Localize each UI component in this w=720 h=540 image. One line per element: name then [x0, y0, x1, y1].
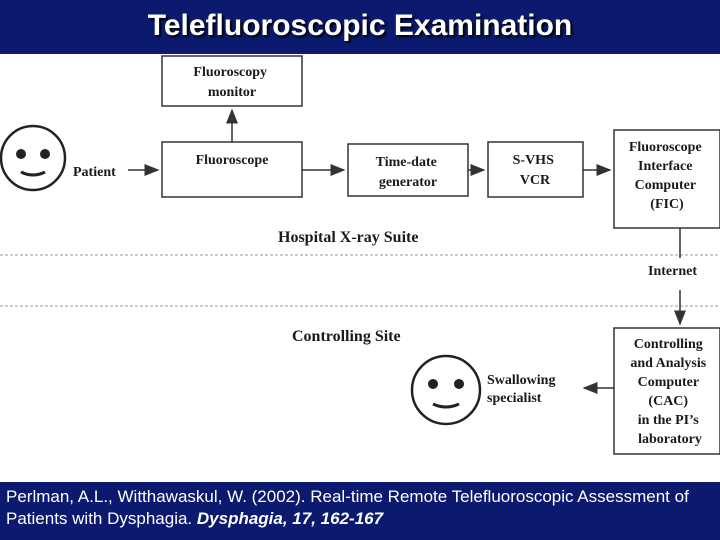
- patient-face-icon: [0, 124, 67, 192]
- fic-box: Fluoroscope Interface Computer (FIC): [613, 129, 720, 229]
- time-date-generator-box: Time-date generator: [347, 143, 469, 197]
- specialist-face-icon: [410, 354, 482, 426]
- fluoroscopy-monitor-box: Fluoroscopy monitor: [161, 55, 303, 107]
- cac-line-3: Computer: [638, 375, 699, 390]
- monitor-line-1: Fluoroscopy: [193, 65, 267, 80]
- fluoroscope-box: Fluoroscope: [161, 141, 303, 198]
- svg-text:Fluoroscope Interface: Fluoroscope Interface Computer (FIC): [629, 140, 705, 212]
- svg-text:Time-date generator: Time-date generator: [376, 155, 441, 190]
- svg-text:Swallowing specialist: Swallowing specialist: [487, 373, 559, 406]
- controlling-site-label: Controlling Site: [292, 328, 401, 345]
- fic-line-4: (FIC): [650, 197, 684, 212]
- svg-text:Fluoroscopy monitor: Fluoroscopy monitor: [193, 65, 270, 100]
- monitor-line-2: monitor: [208, 85, 256, 100]
- svg-text:S-VHS VCR: S-VHS VCR: [513, 153, 558, 188]
- workflow-diagram: Patient Fluoroscopy monitor Fluoroscope …: [0, 55, 720, 455]
- diagram-figure: Patient Fluoroscopy monitor Fluoroscope …: [0, 54, 720, 482]
- cac-line-5: in the PI’s: [638, 413, 699, 428]
- fic-line-3: Computer: [635, 178, 696, 193]
- slide-title: Telefluoroscopic Examination: [147, 9, 573, 42]
- timedate-line-1: Time-date: [376, 155, 437, 170]
- vcr-line-2: VCR: [520, 173, 551, 188]
- patient-label: Patient: [73, 165, 116, 180]
- fic-line-2: Interface: [638, 159, 692, 174]
- svg-text:Controlling and Analys: Controlling and Analysis Computer (CAC) …: [630, 337, 709, 447]
- specialist-line-2: specialist: [487, 391, 542, 406]
- svhs-vcr-box: S-VHS VCR: [487, 141, 584, 198]
- cac-line-4: (CAC): [648, 394, 688, 409]
- cac-line-6: laboratory: [638, 432, 702, 447]
- internet-label: Internet: [648, 264, 697, 279]
- cac-box: Controlling and Analysis Computer (CAC) …: [613, 327, 720, 455]
- fluoroscope-label: Fluoroscope: [196, 153, 269, 168]
- timedate-line-2: generator: [379, 175, 437, 190]
- fic-line-1: Fluoroscope: [629, 140, 702, 155]
- citation: Perlman, A.L., Witthawaskul, W. (2002). …: [6, 486, 718, 530]
- cac-line-2: and Analysis: [630, 356, 706, 371]
- hospital-suite-label: Hospital X-ray Suite: [278, 229, 418, 246]
- vcr-line-1: S-VHS: [513, 153, 554, 168]
- citation-journal: Dysphagia, 17, 162-167: [196, 509, 384, 528]
- specialist-line-1: Swallowing: [487, 373, 555, 388]
- cac-line-1: Controlling: [634, 337, 703, 352]
- citation-authors: Perlman, A.L., Witthawaskul, W. (2002). …: [6, 487, 689, 528]
